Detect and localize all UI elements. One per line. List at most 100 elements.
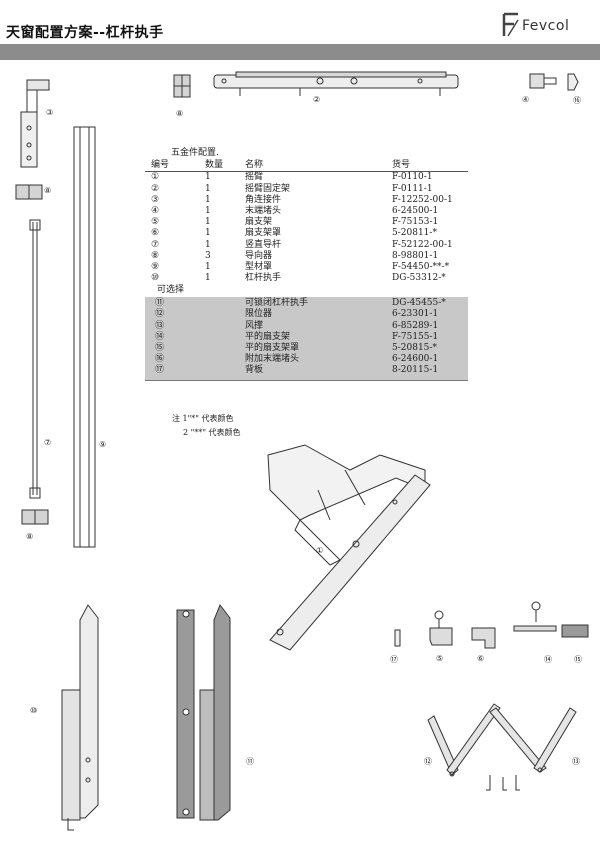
table-cell-name: 杠杆执手 <box>245 273 282 284</box>
table-cell-name: 摇臂固定架 <box>245 183 291 194</box>
note-line: 2 "**" 代表颜色 <box>183 428 241 437</box>
optional-row: ⑬ 风撑 6-85289-1 <box>145 321 468 332</box>
column-header: 数量 <box>205 160 224 171</box>
table-cell-qty: 3 <box>205 250 211 261</box>
table-cell-code: 8-98801-1 <box>392 250 439 261</box>
callout-8: ⑧ <box>44 186 52 195</box>
lever-handle-part <box>61 604 99 831</box>
optional-band: ⑪ 可锁闭杠杆执手 DG-45455-* ⑫ 限位器 6-23301-1 ⑬ 风撑 6-8528… <box>145 297 468 381</box>
table-cell-qty: 1 <box>205 261 211 272</box>
optional-cell-name: 风撑 <box>245 320 264 331</box>
optional-cell-name: 附加末端堵头 <box>245 354 300 365</box>
limiter-part <box>427 703 501 777</box>
optional-cell-name: 平的扇支架 <box>245 331 291 342</box>
optional-cell-code: 6-24600-1 <box>392 354 439 365</box>
table-cell-name: 摇臂 <box>245 172 264 183</box>
callout-2: ② <box>313 95 321 104</box>
table-cell-qty: 1 <box>205 194 211 205</box>
optional-cell-name: 可锁闭杠杆执手 <box>245 298 309 309</box>
table-cell-no: ⑨ <box>151 261 160 272</box>
callout-13: ⑬ <box>572 757 580 766</box>
table-cell-name: 扇支架 <box>245 217 273 228</box>
optional-row: ⑭ 平的扇支架 F-75155-1 <box>145 332 468 343</box>
flat-bracket-cover-part <box>561 624 589 638</box>
callout-15: ⑮ <box>574 655 582 664</box>
table-cell-name: 末端堵头 <box>245 205 282 216</box>
callout-1: ① <box>316 546 324 555</box>
optional-cell-no: ⑰ <box>155 365 165 376</box>
optional-cell-no: ⑬ <box>155 320 165 331</box>
table-cell-no: ① <box>151 172 160 183</box>
optional-cell-no: ⑫ <box>155 309 165 320</box>
table-cell-name: 扇支架罩 <box>245 228 282 239</box>
callout-17: ⑰ <box>390 655 398 664</box>
callout-11: ⑪ <box>246 757 254 766</box>
stay-part <box>489 707 577 773</box>
brand-logo: Fevcol <box>502 8 592 40</box>
table-cell-no: ④ <box>151 205 160 216</box>
table-cell-code: F-0111-1 <box>392 183 433 194</box>
table-cell-no: ⑤ <box>151 217 160 228</box>
table-cell-name: 角连接件 <box>245 194 282 205</box>
callout-16: ⑯ <box>573 96 581 105</box>
column-header: 货号 <box>392 160 411 171</box>
optional-cell-code: DG-45455-* <box>392 298 446 309</box>
corner-connector-part <box>20 79 50 168</box>
optional-row: ⑪ 可锁闭杠杆执手 DG-45455-* <box>145 298 468 309</box>
column-header: 名称 <box>245 160 264 171</box>
table-cell-no: ③ <box>151 194 160 205</box>
optional-cell-name: 限位器 <box>245 309 273 320</box>
optional-cell-name: 平的扇支架罩 <box>245 343 300 354</box>
rail-part <box>213 71 459 96</box>
table-cell-name: 型材罩 <box>245 261 273 272</box>
optional-cell-no: ⑪ <box>155 298 165 309</box>
callout-9: ⑨ <box>99 440 107 449</box>
stay-arm-part <box>267 444 431 651</box>
column-header: 编号 <box>151 160 170 171</box>
table-cell-qty: 1 <box>205 228 211 239</box>
optional-cell-code: 6-23301-1 <box>392 309 439 320</box>
callout-8: ⑧ <box>176 109 184 118</box>
table-cell-code: F-54450-**-* <box>392 261 450 272</box>
table-cell-qty: 1 <box>205 205 211 216</box>
table-cell-qty: 1 <box>205 172 211 183</box>
table-cell-qty: 1 <box>205 183 211 194</box>
table-notes: 注 1"*" 代表颜色 2 "**" 代表颜色 <box>172 412 241 440</box>
back-plate-part <box>394 629 401 647</box>
vertical-rod-part <box>29 219 41 499</box>
optional-cell-code: F-75155-1 <box>392 331 439 342</box>
table-cell-no: ⑦ <box>151 239 160 250</box>
optional-cell-no: ⑭ <box>155 331 165 342</box>
note-line: 注 1"*" 代表颜色 <box>172 414 234 423</box>
table-cell-code: F-12252-00-1 <box>392 194 453 205</box>
profile-cover-part <box>73 126 96 548</box>
page-title: 天窗配置方案--杠杆执手 <box>6 25 164 41</box>
callout-12: ⑫ <box>424 757 432 766</box>
sash-bracket-part <box>429 610 453 646</box>
callout-6: ⑥ <box>477 654 485 663</box>
optional-cell-code: 8-20115-1 <box>392 365 439 376</box>
end-cap-part <box>529 73 579 91</box>
callout-4: ④ <box>522 95 530 104</box>
optional-cell-code: 6-85289-1 <box>392 320 439 331</box>
table-cell-no: ⑥ <box>151 228 160 239</box>
callout-8: ⑧ <box>26 532 34 541</box>
table-cell-name: 竖直导杆 <box>245 239 282 250</box>
optional-heading: 可选择 <box>157 285 185 296</box>
bracket-cover-part <box>471 627 496 649</box>
table-heading: 五金件配置. <box>171 148 219 158</box>
callout-7: ⑦ <box>44 438 52 447</box>
table-row: ⑨ 1 型材罩 F-54450-**-* <box>145 262 468 273</box>
table-cell-code: F-52122-00-1 <box>392 239 453 250</box>
optional-row: ⑫ 限位器 6-23301-1 <box>145 309 468 320</box>
